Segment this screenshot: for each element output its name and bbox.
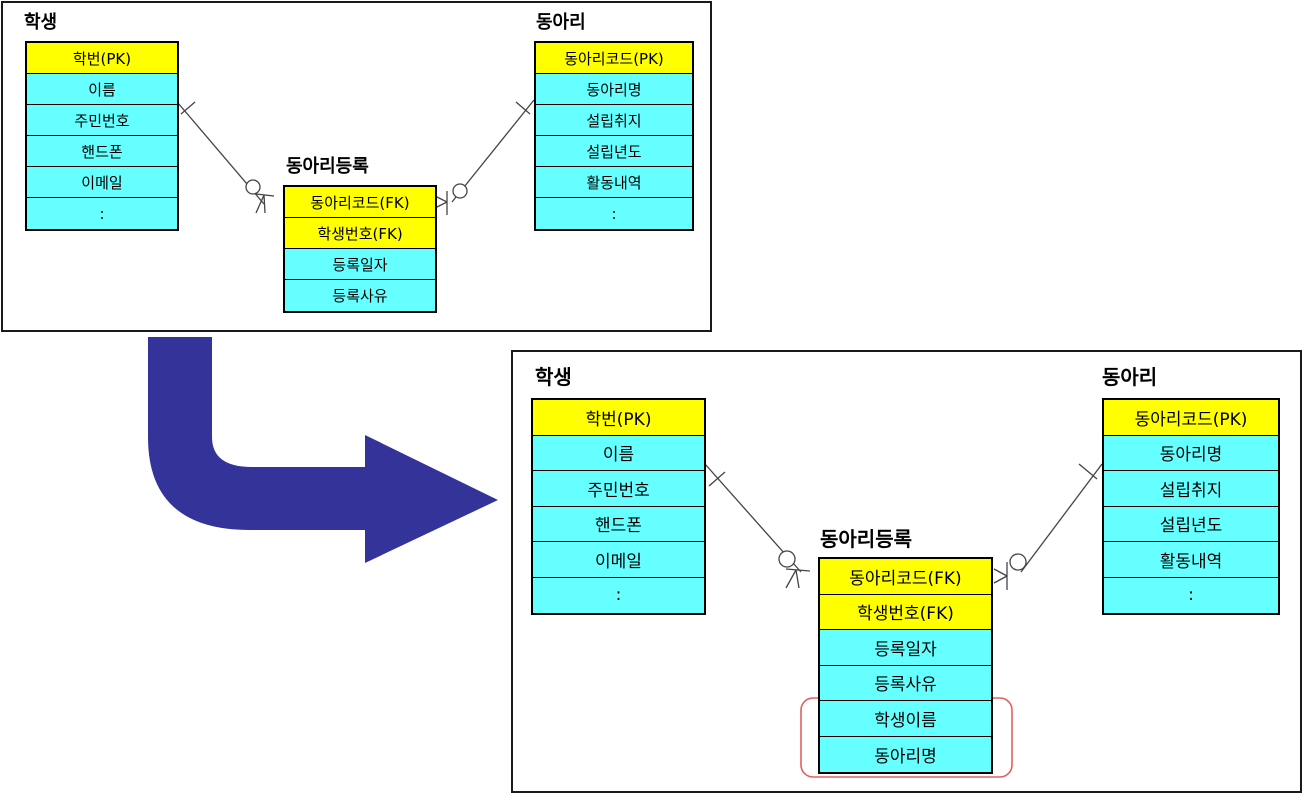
entity-title-registration: 동아리등록 [820,527,912,551]
optional-circle-icon [778,550,796,568]
entity-row: 동아리코드(PK) [1104,400,1278,436]
entity-row: 주민번호 [533,471,704,507]
one-bar-icon [180,101,196,115]
top-relationship-lines [177,99,535,215]
entity-title-student: 학생 [24,12,58,33]
one-bar-icon [708,471,726,487]
entity-row: 동아리코드(FK) [285,187,435,218]
entity-title-student: 학생 [535,365,572,389]
entity-row: 설립년도 [536,136,692,167]
optional-circle-icon [245,179,261,195]
entity-row: 학생번호(FK) [285,218,435,249]
entity-row: 동아리명 [1104,435,1278,471]
entity-row: : [533,577,704,613]
entity-title-club: 동아리 [1102,365,1158,389]
entity-row: 학생이름 [820,701,991,737]
entity-row: 설립취지 [1104,471,1278,507]
entity-row: 주민번호 [27,105,177,136]
entity-row: 이메일 [27,167,177,198]
entity-row: : [27,198,177,229]
crow-foot-icon [434,191,448,215]
entity-row: 활동내역 [1104,542,1278,578]
optional-circle-icon [1009,553,1027,571]
entity-row: : [1104,577,1278,613]
optional-circle-icon [452,183,468,199]
entity-row: 학생번호(FK) [820,594,991,630]
entity-row: 학번(PK) [27,43,177,74]
entity-row: 등록사유 [820,665,991,701]
entity-title-club: 동아리 [536,12,586,33]
entity-row: 등록일자 [285,249,435,280]
one-bar-icon [1078,463,1098,480]
crow-foot-icon [255,193,275,214]
crow-foot-icon [993,562,1008,590]
crow-foot-icon [785,568,811,589]
entity-row: 이름 [27,74,177,105]
entity-row: 동아리명 [820,736,991,772]
entity-row: 동아리명 [536,74,692,105]
entity-row: 이름 [533,435,704,471]
entity-row: 동아리코드(FK) [820,559,991,595]
entity-row: 설립년도 [1104,506,1278,542]
entity-row: 설립취지 [536,105,692,136]
entity-row: 동아리코드(PK) [536,43,692,74]
one-bar-icon [515,101,531,115]
relation-line-club-registration [451,99,535,203]
entity-row: 핸드폰 [27,136,177,167]
entity-title-registration: 동아리등록 [286,156,369,177]
curved-arrow-icon [148,337,498,563]
entity-row: 등록일자 [820,630,991,666]
entity-row: 이메일 [533,542,704,578]
entity-row: 학번(PK) [533,400,704,436]
entity-row: 등록사유 [285,280,435,311]
relation-line-club-registration [1020,463,1103,573]
entity-row: 핸드폰 [533,506,704,542]
entity-row: 활동내역 [536,167,692,198]
entity-row: : [536,198,692,229]
